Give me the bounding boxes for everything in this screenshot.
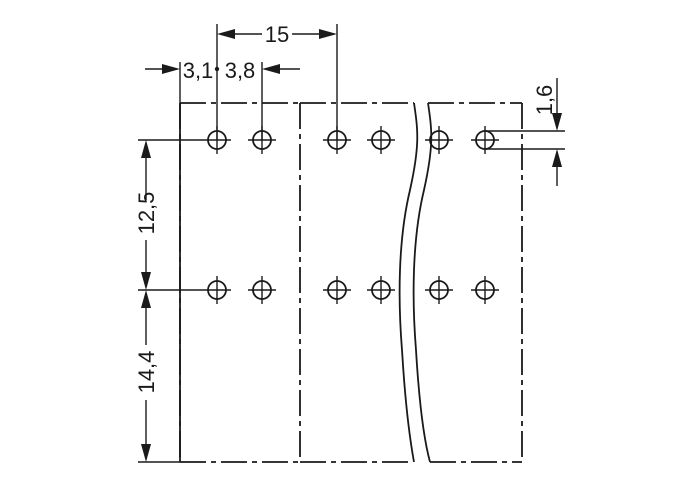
dimension-bottom-offset: 14,4 xyxy=(134,290,180,463)
dimension-label-offset-left: 3,1 xyxy=(183,58,214,83)
hole xyxy=(367,126,395,154)
dimension-label-pitch: 15 xyxy=(265,22,289,47)
arrow-down-icon xyxy=(141,272,151,290)
break-lines-icon xyxy=(398,102,433,463)
hole xyxy=(367,276,395,304)
arrow-left-icon xyxy=(262,64,280,74)
arrow-up-icon xyxy=(141,290,151,308)
hole xyxy=(471,276,499,304)
arrow-left-icon xyxy=(217,29,235,39)
arrow-down-icon xyxy=(552,113,562,131)
module-outline-left xyxy=(179,102,300,463)
hole xyxy=(425,276,453,304)
hole xyxy=(248,276,276,304)
dimension-vertical-small: 1,6 xyxy=(485,78,565,186)
arrow-up-icon xyxy=(141,140,151,158)
module-separator xyxy=(299,102,414,463)
dimension-label-offset-right: 3,8 xyxy=(225,58,256,83)
hole xyxy=(425,126,453,154)
dimension-pitch: 15 xyxy=(216,22,338,140)
arrow-up-icon xyxy=(552,149,562,167)
arrow-right-icon xyxy=(162,64,180,74)
arrow-right-icon xyxy=(319,29,337,39)
module-outline-right xyxy=(428,102,523,463)
dimension-label-hole-spacing: 1,6 xyxy=(532,85,557,116)
dimension-row-spacing: 12,5 xyxy=(134,139,203,291)
hole xyxy=(323,276,351,304)
hole xyxy=(471,126,499,154)
hole-pattern xyxy=(203,126,499,304)
dimension-label-row-spacing: 12,5 xyxy=(134,192,159,235)
center-dot-icon xyxy=(214,66,220,72)
dimension-offsets: 3,1 3,8 xyxy=(145,58,300,140)
dimension-label-bottom-offset: 14,4 xyxy=(134,351,159,394)
hole xyxy=(203,276,231,304)
arrow-down-icon xyxy=(141,444,151,462)
